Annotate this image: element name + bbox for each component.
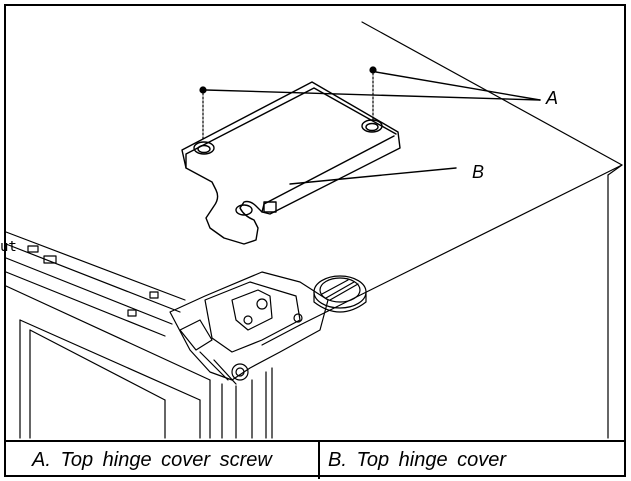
hinge-cover-screws: [199, 66, 377, 141]
callout-label-b: B: [472, 162, 484, 182]
top-hinge-cover: [181, 81, 401, 245]
hinge-assembly: [169, 271, 329, 385]
caption-row: A. Top hinge cover screw B. Top hinge co…: [4, 440, 626, 479]
callout-leaders: [205, 71, 541, 185]
figure-frame: [4, 4, 626, 477]
callout-label-a: A: [545, 88, 558, 108]
caption-screw: A. Top hinge cover screw: [32, 449, 272, 471]
adjustment-dial: [313, 275, 367, 313]
cut-off-text: ut: [0, 239, 17, 255]
caption-divider: [318, 442, 320, 479]
door-panel: [5, 231, 273, 439]
caption-cover: B. Top hinge cover: [328, 449, 507, 471]
